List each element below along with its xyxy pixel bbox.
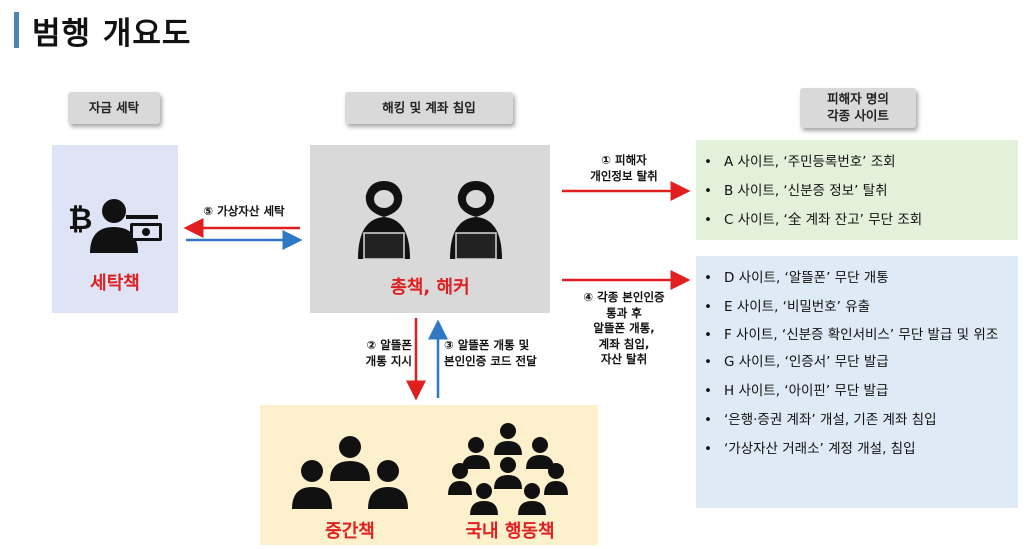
step3-line1: ③ 알뜰폰 개통 및	[444, 338, 530, 352]
page-title: 범행 개요도	[32, 16, 192, 52]
list-item: F 사이트, ‘신분증 확인서비스’ 무단 발급 및 위조	[696, 322, 1004, 348]
step4-line5: 자산 탈취	[600, 352, 648, 367]
hacker-icon	[358, 181, 410, 260]
victim-sites-blue-box: D 사이트, ‘알뜰폰’ 무단 개통 E 사이트, ‘비밀번호’ 유출 F 사이…	[696, 256, 1018, 508]
step1-line2: 개인정보 탈취	[590, 168, 658, 183]
person-group-icon	[448, 423, 568, 515]
list-item: B 사이트, ‘신분증 정보’ 탈취	[696, 177, 1018, 206]
list-item: G 사이트, ‘인증서’ 무단 발급	[696, 348, 1004, 377]
list-item: ‘가상자산 거래소’ 계정 개설, 침입	[696, 435, 1004, 464]
step4-label: ④ 각종 본인인증 통과 후 알뜰폰 개통, 계좌 침입, 자산 탈취	[560, 290, 688, 368]
step1-line1: ① 피해자	[601, 153, 647, 167]
launderer-label: 세탁책	[90, 273, 140, 294]
list-item: D 사이트, ‘알뜰폰’ 무단 개통	[696, 264, 1004, 293]
list-item: E 사이트, ‘비밀번호’ 유출	[696, 293, 1004, 322]
step3-line2: 본인인증 코드 전달	[444, 353, 537, 368]
svg-text:₿: ₿	[68, 202, 92, 237]
person-group-icon	[292, 436, 408, 509]
list-item: C 사이트, ‘全 계좌 잔고’ 무단 조회	[696, 206, 1018, 235]
cash-icon	[126, 215, 162, 241]
bitcoin-icon: ₿	[68, 202, 92, 237]
step4-line3: 알뜰폰 개통,	[593, 321, 655, 336]
header-victim-sites-line1: 피해자 명의	[827, 91, 889, 107]
list-item: ‘은행·증권 계좌’ 개설, 기존 계좌 침입	[696, 406, 1004, 435]
step2-label: ② 알뜰폰 개통 지시	[326, 338, 412, 369]
header-victim-sites-line2: 각종 사이트	[827, 108, 889, 123]
step5-label: ⑤ 가상자산 세탁	[203, 204, 285, 218]
victim-sites-green-box: A 사이트, ‘주민등록번호’ 조회 B 사이트, ‘신분증 정보’ 탈취 C …	[696, 140, 1018, 240]
step3-label: ③ 알뜰폰 개통 및 본인인증 코드 전달	[444, 338, 574, 369]
hacker-box: 총책, 해커	[310, 145, 550, 313]
step2-line1: ② 알뜰폰	[366, 338, 412, 352]
header-hacking: 해킹 및 계좌 침입	[345, 92, 513, 124]
middleman-label: 중간책	[325, 521, 375, 542]
list-item: H 사이트, ‘아이핀’ 무단 발급	[696, 377, 1004, 406]
step2-line2: 개통 지시	[365, 353, 412, 368]
header-launder: 자금 세탁	[68, 92, 160, 124]
hacker-icon-group	[358, 181, 502, 260]
hacker-icon	[450, 181, 502, 260]
domestic-label: 국내 행동책	[465, 521, 555, 542]
green-site-list: A 사이트, ‘주민등록번호’ 조회 B 사이트, ‘신분증 정보’ 탈취 C …	[696, 148, 1018, 235]
title-accent-bar	[14, 12, 19, 48]
hacker-label: 총책, 해커	[390, 277, 470, 298]
blue-site-list: D 사이트, ‘알뜰폰’ 무단 개통 E 사이트, ‘비밀번호’ 유출 F 사이…	[696, 264, 1018, 464]
step4-line4: 계좌 침입,	[598, 336, 650, 351]
person-icon	[90, 199, 138, 253]
launderer-box: ₿ 세탁책	[52, 145, 178, 313]
middle-actors-box: 중간책 국내 행동책	[260, 405, 598, 545]
launderer-icon-group: ₿	[68, 199, 162, 253]
step4-line1: ④ 각종 본인인증	[583, 290, 665, 304]
step1-label: ① 피해자 개인정보 탈취	[560, 153, 688, 184]
list-item: A 사이트, ‘주민등록번호’ 조회	[696, 148, 1018, 177]
step4-line2: 통과 후	[606, 305, 642, 320]
